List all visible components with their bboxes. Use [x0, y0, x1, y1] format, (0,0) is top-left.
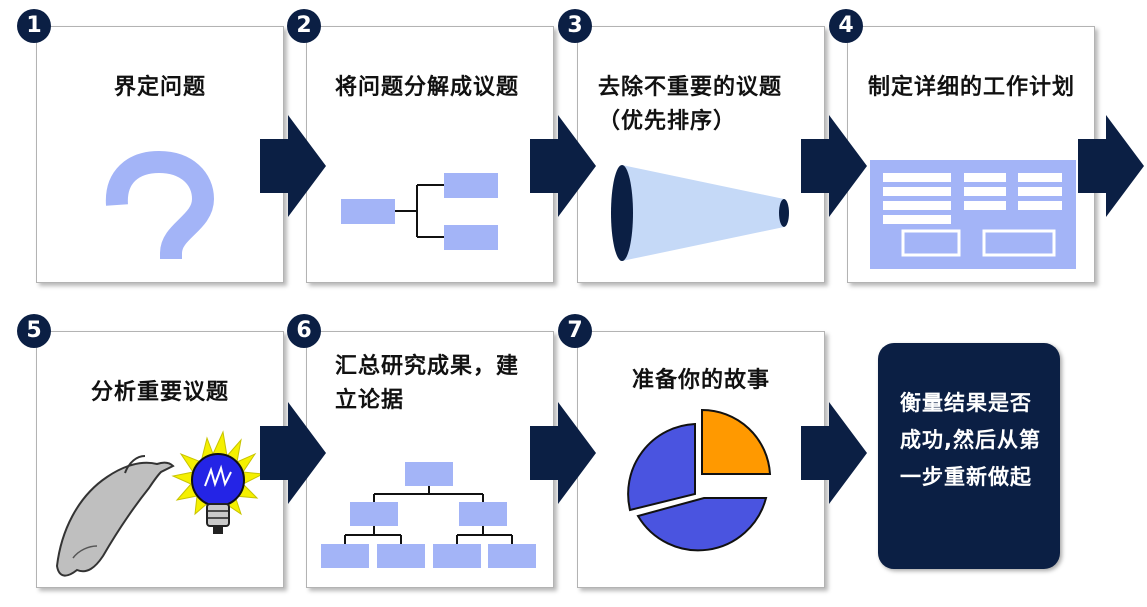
- step-6-box: 汇总研究成果，建立论据: [306, 331, 554, 588]
- arrow-right-icon: [530, 115, 596, 217]
- issue-tree-icon: [341, 173, 498, 250]
- dolphin-and-lightbulb-icon: [55, 430, 265, 577]
- arrow-right-icon: [260, 402, 326, 504]
- step-6-badge: 6: [287, 314, 321, 348]
- step-3-title: 去除不重要的议题（优先排序）: [598, 75, 783, 134]
- funnel-icon: [611, 165, 789, 261]
- arrow-right-icon: [530, 402, 596, 504]
- step-6-title: 汇总研究成果，建立论据: [335, 354, 520, 413]
- step-7-box: 准备你的故事: [577, 331, 825, 588]
- work-plan-icon: [870, 160, 1076, 269]
- step-7-title: 准备你的故事: [631, 368, 770, 393]
- pie-chart-icon: [627, 408, 772, 552]
- step-1-box: 界定问题: [36, 26, 284, 283]
- step-7-badge: 7: [558, 314, 592, 348]
- step-5-box: 分析重要议题: [36, 331, 284, 588]
- final-step-text: 衡量结果是否成功,然后从第一步重新做起: [900, 391, 1041, 489]
- step-4-badge: 4: [829, 9, 863, 43]
- final-step-box: 衡量结果是否成功,然后从第一步重新做起: [878, 343, 1060, 569]
- org-chart-icon: [321, 462, 536, 568]
- step-2-title: 将问题分解成议题: [335, 75, 520, 100]
- step-3-box: 去除不重要的议题（优先排序）: [577, 26, 825, 283]
- step-4-box: 制定详细的工作计划: [847, 26, 1095, 283]
- step-5-title: 分析重要议题: [90, 380, 229, 405]
- step-4-title: 制定详细的工作计划: [868, 75, 1076, 100]
- arrow-right-icon: [801, 115, 867, 217]
- arrow-right-icon: [1078, 115, 1144, 217]
- step-3-badge: 3: [558, 9, 592, 43]
- step-2-badge: 2: [287, 9, 321, 43]
- arrow-right-icon: [801, 402, 867, 504]
- step-1-title: 界定问题: [113, 75, 206, 100]
- step-1-badge: 1: [17, 9, 51, 43]
- arrow-right-icon: [260, 115, 326, 217]
- question-mark-icon: [105, 150, 215, 259]
- step-2-box: 将问题分解成议题: [306, 26, 554, 283]
- step-5-badge: 5: [17, 314, 51, 348]
